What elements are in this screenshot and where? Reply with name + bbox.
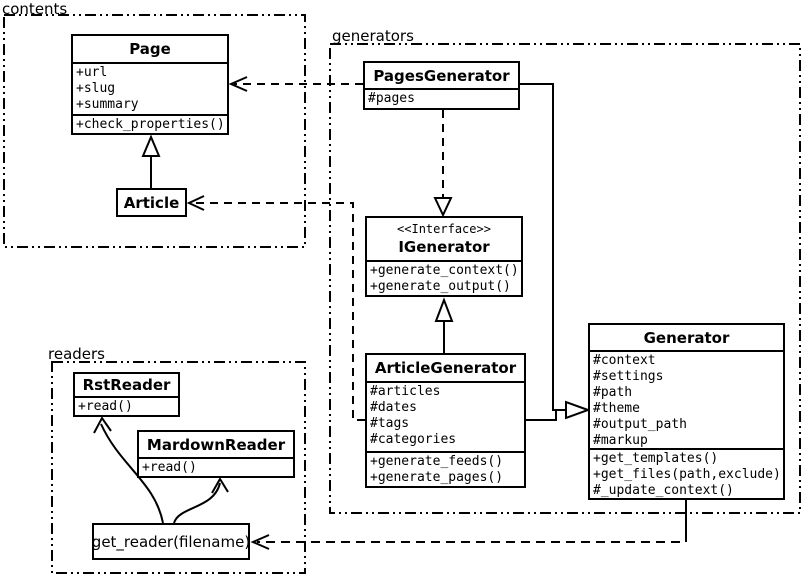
node-get-reader: get_reader(filename)	[92, 523, 250, 560]
methods-compartment: +generate_context() +generate_output()	[367, 260, 521, 295]
dependency-line-articlegenerator-to-article	[191, 202, 365, 421]
method-row: +generate_context()	[370, 263, 519, 278]
curve-getreader-to-mardownreader	[173, 482, 221, 524]
package-label-generators: generators	[332, 27, 414, 45]
class-title-rstreader: RstReader	[82, 376, 171, 394]
method-row: +check_properties()	[76, 117, 225, 132]
contents-package-border	[3, 14, 306, 248]
class-box-generator: Generator #context #settings #path #them…	[588, 323, 785, 500]
attribute-row: #markup	[593, 433, 648, 448]
attributes-compartment: #context #settings #path #theme #output_…	[590, 350, 783, 448]
package-label-contents: contents	[2, 0, 68, 18]
class-box-articlegenerator: ArticleGenerator #articles #dates #tags …	[365, 353, 526, 488]
attributes-compartment: #articles #dates #tags #categories	[367, 381, 524, 451]
open-arrowhead-icon	[228, 76, 248, 92]
attribute-row: #context	[593, 353, 656, 368]
class-box-igenerator: <<Interface>> IGenerator +generate_conte…	[365, 216, 523, 297]
stereotype-label: <<Interface>>	[397, 222, 491, 236]
attribute-row: +url	[76, 65, 108, 80]
open-arrowhead-icon	[93, 416, 112, 434]
inheritance-line-articlegenerator-to-generator	[526, 410, 557, 421]
attribute-row: #settings	[593, 369, 664, 384]
method-row: +get_templates()	[593, 451, 719, 466]
curve-getreader-to-rstreader	[100, 423, 164, 524]
class-title-igenerator: IGenerator	[398, 238, 490, 256]
attribute-row: #dates	[370, 400, 417, 415]
class-box-rstreader: RstReader +read()	[73, 372, 180, 417]
method-row: +read()	[78, 399, 133, 414]
class-title-articlegenerator: ArticleGenerator	[374, 359, 517, 377]
methods-compartment: +get_templates() +get_files(path,exclude…	[590, 448, 783, 498]
open-arrowhead-icon	[186, 195, 205, 211]
class-box-mardownreader: MardownReader +read()	[137, 430, 295, 478]
attribute-row: +summary	[76, 97, 139, 112]
class-box-article: Article	[116, 188, 187, 217]
attribute-row: #output_path	[593, 417, 687, 432]
attributes-compartment: #pages	[365, 88, 518, 108]
package-label-readers: readers	[48, 345, 105, 363]
attribute-row: #articles	[370, 384, 441, 399]
class-title-pagesgenerator: PagesGenerator	[373, 66, 510, 85]
open-arrowhead-icon	[211, 477, 229, 494]
method-row: +read()	[142, 460, 197, 475]
methods-compartment: +read()	[139, 457, 293, 476]
hollow-triangle-arrowhead-icon	[434, 297, 454, 322]
methods-compartment: +check_properties()	[73, 114, 227, 133]
method-row: +generate_feeds()	[370, 454, 504, 469]
attributes-compartment: +url +slug +summary	[73, 62, 227, 114]
class-title-mardownreader: MardownReader	[146, 435, 286, 454]
generators-package-border	[329, 43, 801, 514]
attribute-row: #tags	[370, 416, 410, 431]
attribute-row: #path	[593, 385, 633, 400]
attribute-row: +slug	[76, 81, 116, 96]
attribute-row: #categories	[370, 432, 457, 447]
method-row: +get_files(path,exclude)	[593, 467, 781, 482]
hollow-triangle-arrowhead-icon	[433, 197, 453, 218]
hollow-triangle-arrowhead-icon	[565, 400, 591, 420]
class-title-page: Page	[129, 40, 171, 58]
attribute-row: #theme	[593, 401, 640, 416]
attribute-row: #pages	[368, 91, 415, 106]
hollow-triangle-arrowhead-icon	[141, 134, 161, 157]
class-title-generator: Generator	[643, 328, 730, 347]
methods-compartment: +read()	[75, 396, 178, 415]
open-arrowhead-icon	[250, 534, 270, 550]
inheritance-line-pagesgenerator-to-generator	[520, 83, 566, 411]
readers-package-border	[51, 361, 306, 574]
methods-compartment: +generate_feeds() +generate_pages()	[367, 451, 524, 486]
method-row: +generate_output()	[370, 279, 511, 294]
class-title-article: Article	[123, 193, 180, 212]
method-row: +generate_pages()	[370, 470, 504, 485]
interface-stereotype-and-title: <<Interface>> IGenerator	[367, 218, 521, 260]
class-box-pagesgenerator: PagesGenerator #pages	[363, 61, 520, 110]
class-box-page: Page +url +slug +summary +check_properti…	[71, 34, 229, 135]
method-row: #_update_context()	[593, 483, 734, 498]
